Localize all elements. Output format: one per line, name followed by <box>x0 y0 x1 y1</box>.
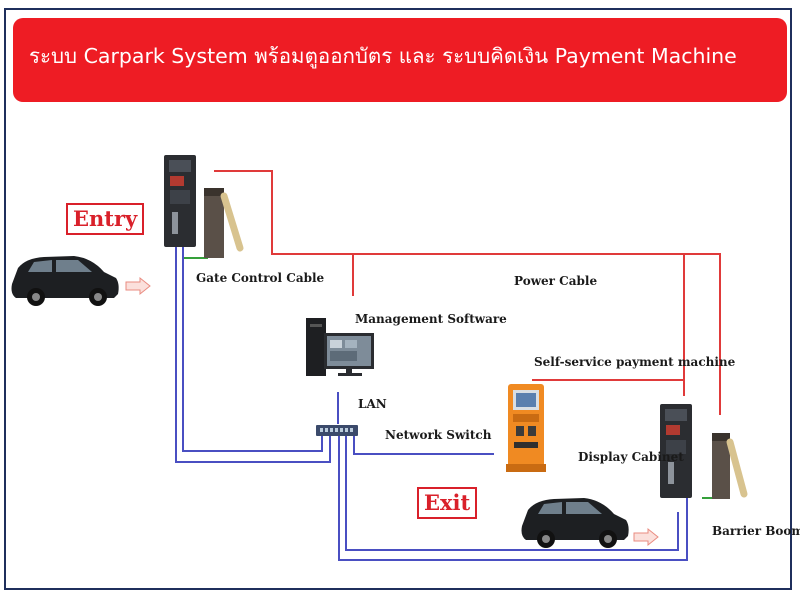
page-title: ระบบ Carpark System พร้อมตูออกบัตร และ ร… <box>29 44 737 68</box>
exit-display-cabinet <box>660 404 692 498</box>
barrier-boom-label: Barrier Boom <box>712 524 800 538</box>
network-cable-lines <box>175 247 688 561</box>
display-cabinet-label: Display Cabinet <box>578 450 684 464</box>
entry-arrow <box>125 276 151 296</box>
payment-machine <box>506 384 546 472</box>
power-cable-label: Power Cable <box>514 274 598 288</box>
exit-car <box>521 498 629 548</box>
entry-car <box>11 256 119 306</box>
network-switch <box>316 425 358 436</box>
gate-control-cable-label: Gate Control Cable <box>196 271 325 285</box>
power-cable-lines <box>214 170 721 415</box>
management-computer <box>306 318 374 376</box>
entry-ticket-dispenser <box>164 155 196 247</box>
management-software-label: Management Software <box>355 312 507 326</box>
lan-label: LAN <box>358 397 387 411</box>
exit-tag: Exit <box>417 487 478 519</box>
entry-tag: Entry <box>66 203 145 235</box>
title-banner: ระบบ Carpark System พร้อมตูออกบัตร และ ร… <box>13 18 787 102</box>
payment-machine-label: Self-service payment machine <box>534 355 736 369</box>
network-switch-label: Network Switch <box>385 428 492 442</box>
exit-barrier-boom <box>712 433 748 499</box>
entry-barrier-gate <box>204 188 244 258</box>
exit-arrow <box>633 527 659 547</box>
